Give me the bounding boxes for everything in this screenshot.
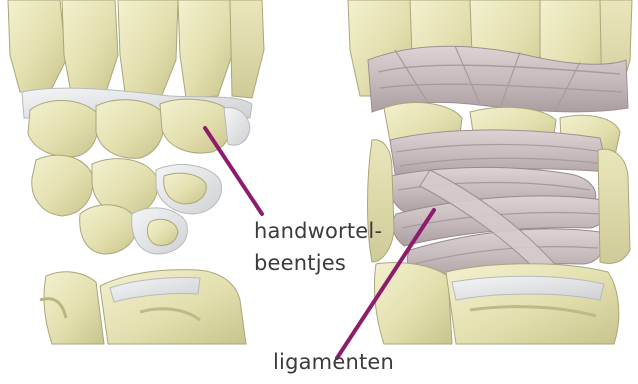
carpal-bones-label-line2: beentjes	[254, 251, 346, 275]
right-wrist-ligaments-illustration	[348, 0, 632, 344]
ligaments-label: ligamenten	[273, 350, 394, 374]
left-wrist-bones-illustration	[8, 0, 264, 344]
carpal-bones-label-line1: handwortel-	[254, 219, 382, 243]
